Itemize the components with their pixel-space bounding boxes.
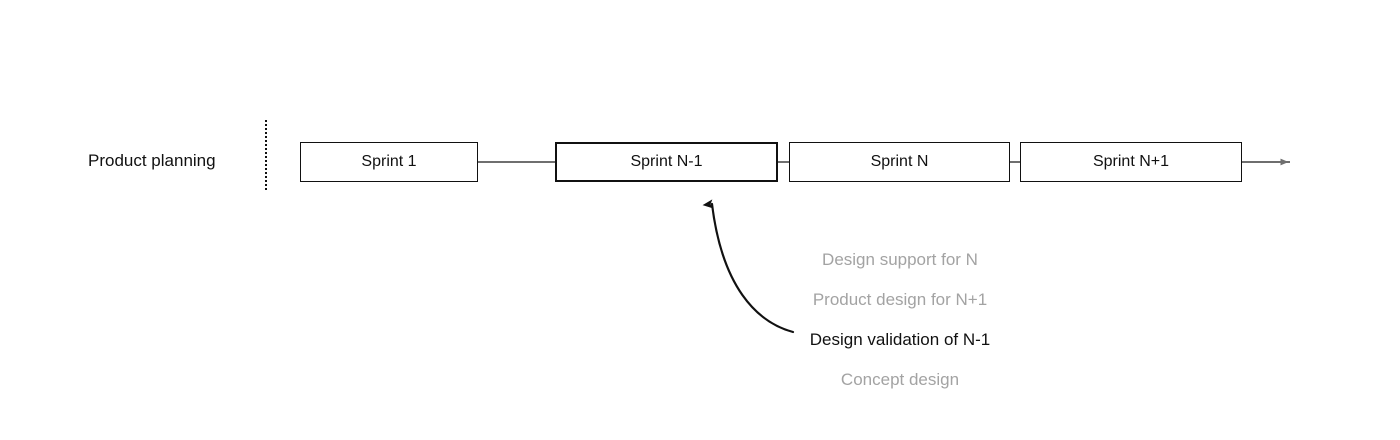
annotation-label: Product design for N+1	[812, 290, 988, 309]
annotation-label: Design support for N	[822, 250, 978, 269]
sprint-connector	[478, 161, 555, 163]
annotation-label: Design validation of N-1	[809, 330, 991, 349]
sprint-box[interactable]: Sprint N-1	[555, 142, 778, 182]
row-label-product-planning: Product planning	[88, 151, 216, 170]
sprint-label: Sprint 1	[361, 153, 417, 170]
sprint-connector	[1010, 161, 1020, 163]
sprint-label: Sprint N	[870, 153, 929, 170]
sprint-box[interactable]: Sprint 1	[300, 142, 478, 182]
dotted-divider	[265, 120, 267, 190]
sprint-box[interactable]: Sprint N+1	[1020, 142, 1242, 182]
sprint-box[interactable]: Sprint N	[789, 142, 1010, 182]
sprint-label: Sprint N-1	[630, 153, 703, 170]
annotation-stack: Design support for N Product design for N…	[700, 240, 1100, 400]
sprint-connector	[1242, 161, 1290, 163]
sprint-connector	[778, 161, 789, 163]
sprint-label: Sprint N+1	[1092, 153, 1170, 170]
annotation-label: Concept design	[840, 370, 960, 389]
